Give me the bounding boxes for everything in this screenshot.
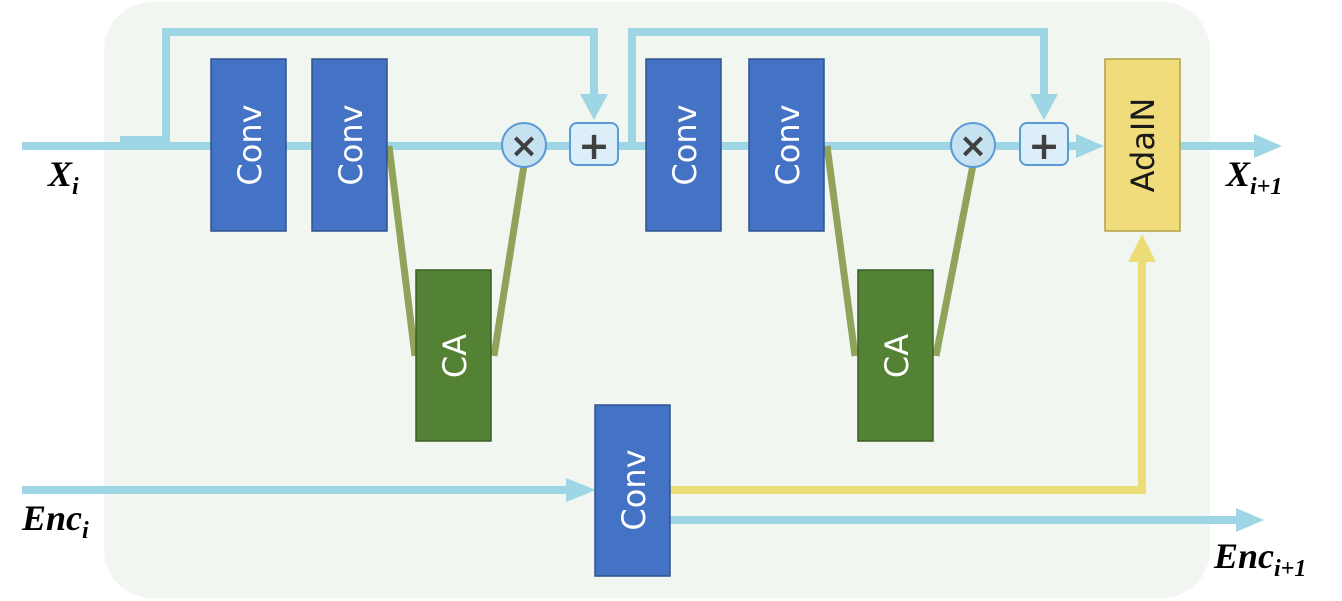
arrowhead-x-out <box>1254 134 1282 158</box>
arrowhead-skip2 <box>1030 94 1058 120</box>
svg-text:+: + <box>1028 124 1060 168</box>
svg-text:Conv: Conv <box>615 449 653 530</box>
svg-text:×: × <box>510 126 539 166</box>
svg-text:CA: CA <box>436 334 474 378</box>
svg-text:CA: CA <box>878 334 916 378</box>
enc-output-label: Enci+1 <box>1213 536 1306 582</box>
svg-text:AdaIN: AdaIN <box>1124 98 1162 193</box>
add-op-1: + <box>569 122 619 168</box>
attention-lines <box>385 145 977 357</box>
conv-block-3: Conv <box>645 58 722 232</box>
arrowhead-enc-in <box>566 478 596 502</box>
multiply-op-2: × <box>950 122 996 168</box>
conv-block-2: Conv <box>311 58 388 232</box>
arrowhead-enc-out <box>1236 508 1264 532</box>
ca-block-2: CA <box>857 269 934 442</box>
svg-text:Conv: Conv <box>231 104 269 185</box>
svg-text:×: × <box>959 126 988 166</box>
ca-block-1: CA <box>415 269 492 442</box>
conv-block-enc: Conv <box>594 404 671 577</box>
arrowhead-adain-in <box>1076 134 1104 158</box>
add-op-2: + <box>1019 122 1069 168</box>
main-flow-lines <box>22 28 1256 524</box>
arrowhead-adain-style <box>1128 234 1156 262</box>
flow-arrowheads <box>566 94 1282 532</box>
arrowhead-skip1 <box>580 94 608 120</box>
svg-text:Conv: Conv <box>769 104 807 185</box>
adain-block: AdaIN <box>1104 58 1181 232</box>
conv-block-4: Conv <box>748 58 825 232</box>
conv-block-1: Conv <box>210 58 287 232</box>
svg-text:Conv: Conv <box>332 104 370 185</box>
enc-adain-line <box>670 234 1156 494</box>
svg-text:+: + <box>578 124 610 168</box>
x-input-label: Xi <box>47 154 79 200</box>
x-output-label: Xi+1 <box>1225 154 1282 200</box>
multiply-op-1: × <box>501 122 547 168</box>
enc-input-label: Enci <box>21 498 89 544</box>
svg-text:Conv: Conv <box>666 104 704 185</box>
